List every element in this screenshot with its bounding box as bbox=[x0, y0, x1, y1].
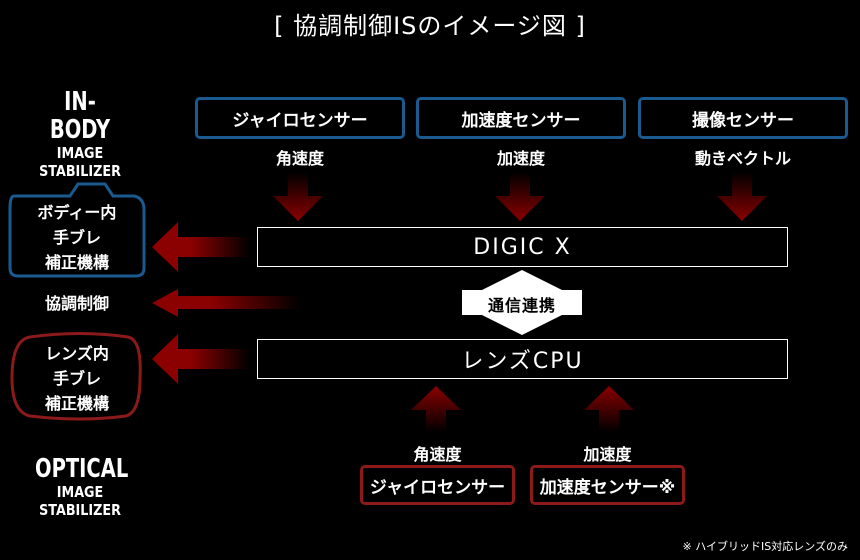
gyro-output-label: 角速度 bbox=[275, 149, 324, 168]
gyro-sensor-box: ジャイロセンサー bbox=[195, 97, 405, 139]
logo-main: IN-BODY bbox=[49, 87, 111, 145]
arrow-up-gyro bbox=[411, 386, 461, 432]
mech-line: 手ブレ bbox=[52, 369, 101, 388]
lens-accel-sensor-box: 加速度センサー※ bbox=[530, 465, 685, 505]
arrow-left-body bbox=[152, 222, 250, 272]
lens-outline bbox=[10, 332, 142, 421]
lens-gyro-output-label: 角速度 bbox=[413, 445, 462, 464]
logo-line2: IMAGE bbox=[56, 144, 104, 162]
logo-main: OPTICAL bbox=[35, 454, 129, 484]
arrow-left-coop bbox=[152, 289, 300, 317]
footnote: ※ ハイブリッドIS対応レンズのみ bbox=[682, 540, 849, 553]
arrow-down-imaging bbox=[717, 172, 767, 221]
body-is-mechanism: ボディー内 手ブレ 補正機構 bbox=[10, 200, 144, 275]
lens-is-mechanism: レンズ内 手ブレ 補正機構 bbox=[10, 341, 144, 416]
arrow-down-gyro bbox=[273, 172, 323, 221]
mech-line: 手ブレ bbox=[52, 228, 101, 247]
arrow-left-lens bbox=[152, 334, 250, 384]
digic-x-box: DIGIC X bbox=[257, 227, 788, 267]
camera-outline bbox=[8, 182, 146, 278]
optical-is-logo: OPTICAL IMAGE STABILIZER bbox=[20, 455, 140, 519]
logo-line3: STABILIZER bbox=[39, 162, 121, 180]
mech-line: ボディー内 bbox=[37, 203, 117, 222]
logo-line2: IMAGE bbox=[56, 483, 104, 501]
in-body-is-logo: IN-BODY IMAGE STABILIZER bbox=[20, 88, 140, 180]
lens-gyro-sensor-box: ジャイロセンサー bbox=[360, 465, 515, 505]
coop-control-label: 協調制御 bbox=[44, 294, 109, 313]
link-double-arrow bbox=[462, 270, 582, 335]
accel-output-label: 加速度 bbox=[496, 149, 545, 168]
accel-sensor-box: 加速度センサー bbox=[416, 97, 626, 139]
imaging-output-label: 動きベクトル bbox=[694, 149, 791, 168]
mech-line: レンズ内 bbox=[45, 344, 109, 363]
link-label: 通信連携 bbox=[487, 296, 556, 315]
mech-line: 補正機構 bbox=[44, 394, 109, 413]
lens-cpu-box: レンズCPU bbox=[257, 339, 788, 379]
arrow-up-accel bbox=[584, 386, 634, 432]
arrow-down-accel bbox=[495, 172, 545, 221]
imaging-sensor-box: 撮像センサー bbox=[638, 97, 848, 139]
page-title: [ 協調制御ISのイメージ図 ] bbox=[274, 12, 586, 40]
logo-line3: STABILIZER bbox=[39, 501, 121, 519]
lens-accel-output-label: 加速度 bbox=[583, 445, 632, 464]
mech-line: 補正機構 bbox=[44, 253, 109, 272]
